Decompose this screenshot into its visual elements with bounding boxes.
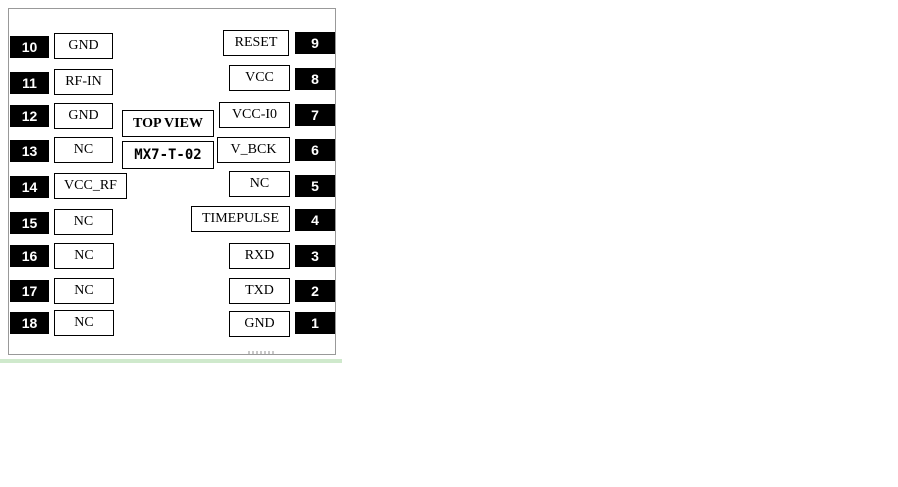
- pin-number-15: 15: [10, 212, 49, 234]
- divider-line: [0, 359, 342, 363]
- pin-label-11: RF-IN: [54, 69, 113, 95]
- pin-label-12: GND: [54, 103, 113, 129]
- pin-label-17: NC: [54, 278, 114, 304]
- faint-mark: [248, 351, 274, 354]
- pin-label-9: RESET: [223, 30, 289, 56]
- top-view-title: TOP VIEW: [122, 110, 214, 137]
- module-model-label: MX7-T-02: [122, 141, 214, 169]
- pin-label-18: NC: [54, 310, 114, 336]
- pin-number-11: 11: [10, 72, 49, 94]
- pin-number-14: 14: [10, 176, 49, 198]
- pin-number-6: 6: [295, 139, 335, 161]
- pin-label-10: GND: [54, 33, 113, 59]
- pin-number-18: 18: [10, 312, 49, 334]
- pin-number-16: 16: [10, 245, 49, 267]
- pin-number-17: 17: [10, 280, 49, 302]
- pin-number-10: 10: [10, 36, 49, 58]
- pin-label-14: VCC_RF: [54, 173, 127, 199]
- pin-label-16: NC: [54, 243, 114, 269]
- pin-label-7: VCC-I0: [219, 102, 290, 128]
- pin-number-1: 1: [295, 312, 335, 334]
- pin-label-1: GND: [229, 311, 290, 337]
- pin-label-6: V_BCK: [217, 137, 290, 163]
- pin-label-3: RXD: [229, 243, 290, 269]
- pin-label-8: VCC: [229, 65, 290, 91]
- pin-number-5: 5: [295, 175, 335, 197]
- pin-label-15: NC: [54, 209, 113, 235]
- pin-number-8: 8: [295, 68, 335, 90]
- pin-label-2: TXD: [229, 278, 290, 304]
- pin-number-4: 4: [295, 209, 335, 231]
- pin-label-13: NC: [54, 137, 113, 163]
- pin-label-4: TIMEPULSE: [191, 206, 290, 232]
- pin-number-2: 2: [295, 280, 335, 302]
- pin-number-3: 3: [295, 245, 335, 267]
- pin-number-13: 13: [10, 140, 49, 162]
- pin-label-5: NC: [229, 171, 290, 197]
- pin-number-7: 7: [295, 104, 335, 126]
- pin-number-9: 9: [295, 32, 335, 54]
- pin-number-12: 12: [10, 105, 49, 127]
